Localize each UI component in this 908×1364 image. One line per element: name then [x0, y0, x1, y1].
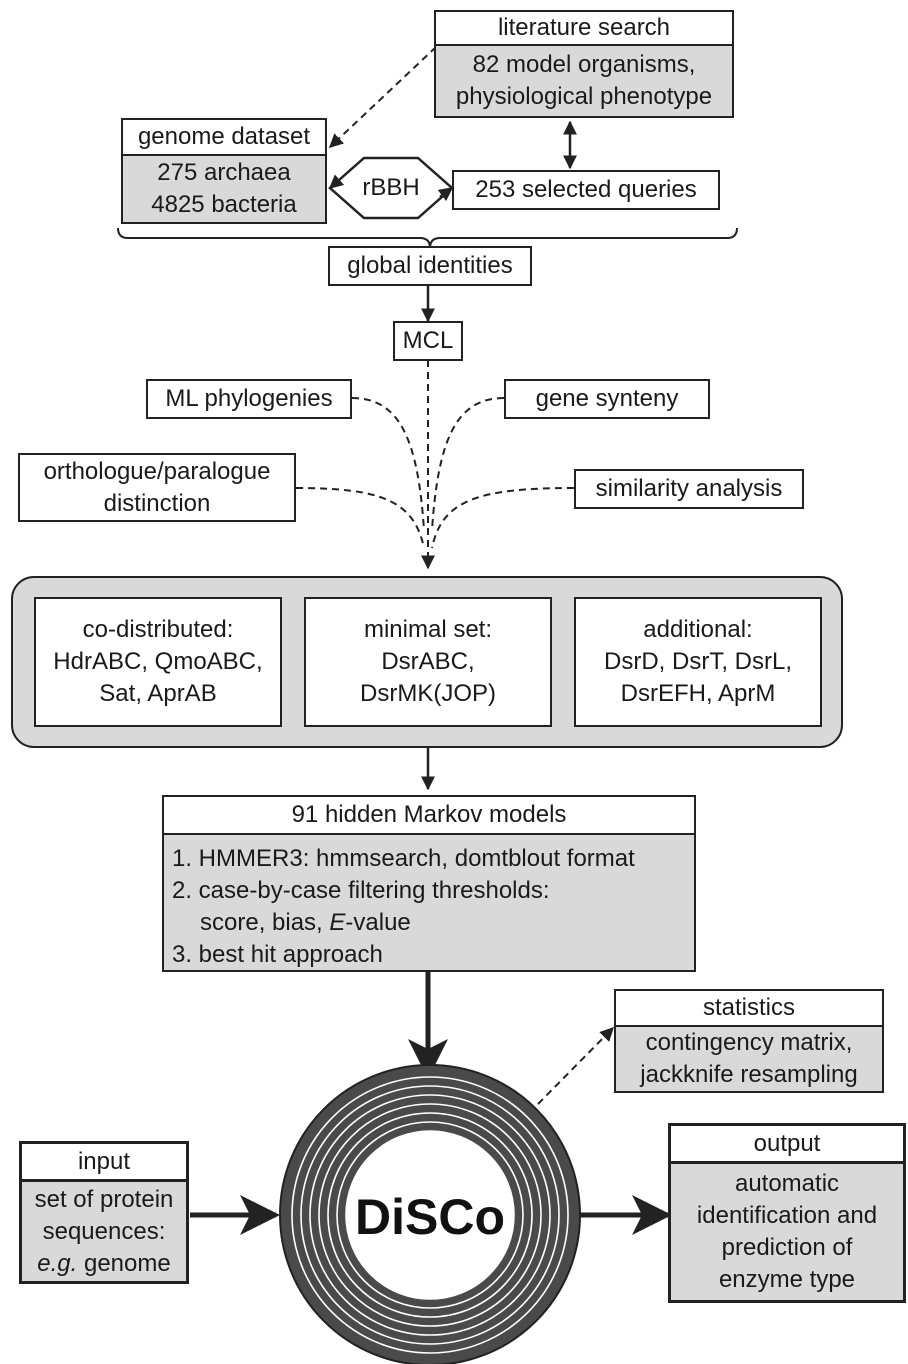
selected-queries-box: 253 selected queries: [452, 170, 720, 210]
similarity-analysis-box: similarity analysis: [574, 469, 804, 509]
hmm-step-2-detail: score, bias, E-value: [200, 909, 411, 936]
hmm-step-2: 2. case-by-case filtering thresholds:: [172, 877, 550, 904]
literature-search-box: literature search 82 model organisms, ph…: [434, 10, 734, 118]
dashed-gene-synteny: [431, 397, 505, 531]
rbbh-left-arrowhead: [328, 174, 345, 189]
co-distributed-line-2: HdrABC, QmoABC,: [53, 648, 263, 675]
input-line-2: sequences:: [42, 1217, 166, 1245]
input-body: set of protein sequences: e.g. genome: [22, 1182, 186, 1281]
orthologue-distinction-box: orthologue/paralogue distinction: [18, 453, 296, 522]
input-line-3: e.g. genome: [37, 1249, 171, 1277]
output-line-1: automatic: [734, 1170, 840, 1197]
minimal-set-line-2: DsrABC,: [381, 648, 475, 675]
genome-dataset-body: 275 archaea 4825 bacteria: [123, 156, 325, 222]
output-line-3: prediction of: [721, 1234, 853, 1261]
output-line-2: identification and: [696, 1202, 878, 1229]
bracket: [117, 227, 738, 249]
orthologue-line-1: orthologue/paralogue: [43, 457, 271, 485]
input-line-1: set of protein: [34, 1185, 174, 1213]
co-distributed-line-3: Sat, AprAB: [99, 680, 217, 707]
group-minimal-set: minimal set: DsrABC, DsrMK(JOP): [304, 597, 552, 727]
statistics-body: contingency matrix, jackknife resampling: [616, 1027, 882, 1091]
dashed-ml-phylogenies: [351, 397, 425, 531]
hmm-step-1: 1. HMMER3: hmmsearch, domtblout format: [172, 845, 635, 872]
dashed-similarity: [431, 487, 575, 549]
arrow-literature-to-genome: [328, 46, 437, 148]
additional-line-1: additional:: [643, 616, 753, 643]
mcl-box: MCL: [393, 321, 463, 361]
hmm-steps: 1. HMMER3: hmmsearch, domtblout format 2…: [164, 835, 694, 970]
output-line-4: enzyme type: [718, 1266, 856, 1293]
group-additional: additional: DsrD, DsrT, DsrL, DsrEFH, Ap…: [574, 597, 822, 727]
genome-dataset-line-1: 275 archaea: [157, 159, 291, 186]
hmm-box: 91 hidden Markov models 1. HMMER3: hmmse…: [162, 795, 696, 972]
input-box: input set of protein sequences: e.g. gen…: [19, 1141, 189, 1284]
genome-dataset-line-2: 4825 bacteria: [151, 191, 297, 218]
ml-phylogenies-box: ML phylogenies: [146, 379, 352, 419]
output-title: output: [671, 1126, 903, 1164]
disco-label: DiSCo: [355, 1189, 505, 1245]
selected-queries-label: 253 selected queries: [475, 176, 697, 203]
minimal-set-line-1: minimal set:: [363, 616, 493, 643]
dashed-orthologue: [295, 487, 425, 549]
genome-dataset-title: genome dataset: [123, 120, 325, 156]
statistics-title: statistics: [616, 991, 882, 1027]
ml-phylogenies-label: ML phylogenies: [165, 385, 333, 412]
additional-line-3: DsrEFH, AprM: [620, 680, 776, 707]
gene-synteny-label: gene synteny: [535, 385, 679, 412]
global-identities-box: global identities: [328, 246, 532, 286]
global-identities-label: global identities: [347, 252, 513, 279]
hmm-title: 91 hidden Markov models: [164, 797, 694, 835]
genome-dataset-box: genome dataset 275 archaea 4825 bacteria: [121, 118, 327, 224]
arrow-disco-to-statistics: [537, 1027, 614, 1105]
statistics-line-2: jackknife resampling: [640, 1061, 858, 1088]
mcl-label: MCL: [402, 327, 454, 354]
literature-search-line-1: 82 model organisms,: [472, 51, 696, 78]
gene-synteny-box: gene synteny: [504, 379, 710, 419]
statistics-box: statistics contingency matrix, jackknife…: [614, 989, 884, 1093]
statistics-line-1: contingency matrix,: [645, 1029, 853, 1056]
rbbh-label: rBBH: [362, 174, 420, 201]
literature-search-body: 82 model organisms, physiological phenot…: [436, 46, 732, 116]
input-title: input: [22, 1144, 186, 1182]
disco-disk: [279, 1064, 581, 1364]
hmm-step-3: 3. best hit approach: [172, 941, 383, 968]
group-co-distributed: co-distributed: HdrABC, QmoABC, Sat, Apr…: [34, 597, 282, 727]
additional-line-2: DsrD, DsrT, DsrL,: [604, 648, 792, 675]
output-box: output automatic identification and pred…: [668, 1123, 906, 1303]
minimal-set-line-3: DsrMK(JOP): [360, 680, 496, 707]
literature-search-line-2: physiological phenotype: [455, 83, 713, 110]
rbbh-right-arrowhead: [437, 187, 454, 202]
co-distributed-line-1: co-distributed:: [82, 616, 234, 643]
orthologue-line-2: distinction: [103, 489, 211, 517]
similarity-analysis-label: similarity analysis: [595, 475, 783, 502]
output-body: automatic identification and prediction …: [671, 1164, 903, 1300]
literature-search-title: literature search: [436, 12, 732, 46]
